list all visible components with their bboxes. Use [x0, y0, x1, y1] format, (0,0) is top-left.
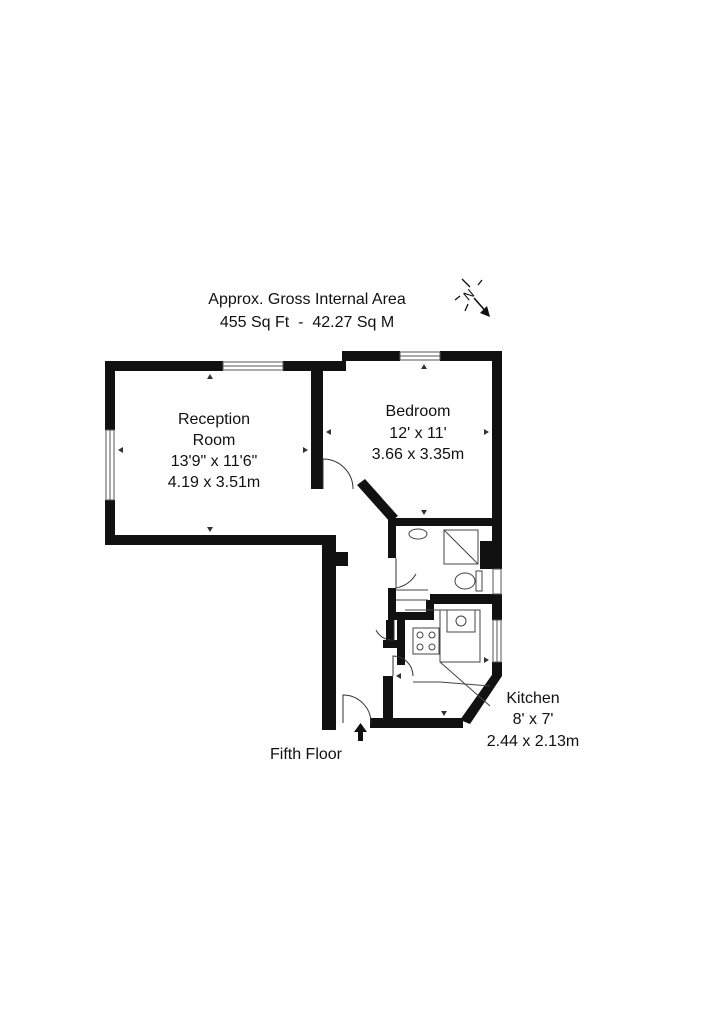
- toilet-bowl: [454, 572, 476, 590]
- kitchen-inner-wall: [397, 620, 405, 665]
- hall-left-jog: [336, 552, 348, 566]
- hall-left-wall: [322, 535, 336, 730]
- bedroom-right-wall: [492, 351, 502, 567]
- north-arrow-icon: [454, 278, 490, 317]
- kitchen-door: [392, 655, 414, 677]
- doors: [322, 458, 417, 724]
- bathroom-window: [492, 568, 502, 595]
- reception-left-wall-lower: [105, 500, 115, 545]
- kitchen-counter-diag: [439, 661, 491, 707]
- reception-left-wall-upper: [105, 361, 115, 430]
- hob-ring-2: [428, 631, 436, 639]
- toilet-cistern: [475, 570, 483, 592]
- compass-ray-1: [461, 278, 471, 288]
- entrance-arrow-icon: [354, 723, 367, 741]
- kitchen-counter-line: [413, 681, 491, 687]
- hob: [412, 627, 440, 655]
- entrance-arrow-head: [354, 723, 367, 732]
- tick-reception-right: [303, 447, 308, 453]
- kitchen-name: Kitchen: [506, 690, 560, 707]
- kitchen-bottom-wall: [383, 718, 463, 728]
- bedroom-top-step: [311, 361, 346, 371]
- entrance-door: [342, 694, 372, 724]
- closet-wall: [386, 620, 394, 640]
- entrance-right-wall: [370, 718, 386, 728]
- bedroom-top-wall-right: [440, 351, 502, 361]
- area-value: 455 Sq Ft - 42.27 Sq M: [219, 314, 395, 331]
- bathroom-bottom-wall: [430, 594, 502, 604]
- hob-ring-4: [428, 643, 436, 651]
- tick-bedroom-left: [326, 429, 331, 435]
- bedroom-door: [322, 458, 354, 490]
- partition-wall: [311, 361, 323, 489]
- tick-kitchen-right: [484, 657, 489, 663]
- compass-arrow-head: [480, 306, 490, 317]
- compass-ray-2: [477, 279, 483, 286]
- tick-bedroom-top: [421, 364, 427, 369]
- bedroom-dim-imperial: 12' x 11': [389, 425, 447, 442]
- kitchen-right-wall-upper: [492, 594, 502, 620]
- reception-top-wall-left: [105, 361, 223, 371]
- bathroom-left-wall: [388, 518, 396, 558]
- area-title: Approx. Gross Internal Area: [208, 291, 406, 308]
- tick-reception-top: [207, 374, 213, 379]
- kitchen-left-wall: [383, 676, 393, 728]
- reception-name-line1: Reception: [177, 411, 251, 428]
- shower-diag: [443, 529, 479, 565]
- bedroom-name: Bedroom: [385, 403, 451, 420]
- bedroom-diagonal-wall: [357, 479, 398, 522]
- reception-dim-imperial: 13'9" x 11'6": [170, 453, 258, 470]
- kitchen-left-jog: [383, 640, 405, 648]
- tick-bedroom-bottom: [421, 510, 427, 515]
- reception-top-wall-right: [283, 361, 323, 371]
- shower-tray: [443, 529, 479, 565]
- tick-kitchen-left: [396, 673, 401, 679]
- reception-bottom-wall: [105, 535, 336, 545]
- sink-drain: [455, 615, 467, 627]
- kitchen-dim-imperial: 8' x 7': [512, 711, 554, 728]
- basin: [408, 528, 428, 540]
- bedroom-top-wall-left: [342, 351, 400, 361]
- bathroom-pillar: [480, 541, 502, 569]
- entrance-arrow-shaft: [358, 731, 363, 741]
- hob-ring-3: [416, 643, 424, 651]
- fixtures: [396, 528, 491, 707]
- tick-bedroom-right: [484, 429, 489, 435]
- kitchen-right-wall-lower: [492, 662, 502, 676]
- tick-reception-bottom: [207, 527, 213, 532]
- bathroom-bottom-left: [396, 612, 430, 620]
- reception-name-line2: Room: [192, 432, 236, 449]
- bedroom-bottom-wall: [388, 518, 502, 526]
- reception-dim-metric: 4.19 x 3.51m: [167, 474, 261, 491]
- tick-reception-left: [118, 447, 123, 453]
- compass-ray-4: [464, 303, 469, 312]
- windows: [105, 351, 502, 663]
- floor-label: Fifth Floor: [269, 746, 342, 763]
- tick-kitchen-bottom: [441, 711, 447, 716]
- bedroom-dim-metric: 3.66 x 3.35m: [371, 446, 465, 463]
- hob-ring-1: [416, 631, 424, 639]
- dimension-ticks: [118, 364, 489, 716]
- compass-ray-3: [454, 295, 461, 301]
- kitchen-dim-metric: 2.44 x 2.13m: [486, 733, 580, 750]
- closet-door: [375, 620, 395, 641]
- bathroom-door: [395, 558, 417, 589]
- sink: [446, 609, 476, 633]
- bathroom-left-wall-lower: [388, 588, 396, 620]
